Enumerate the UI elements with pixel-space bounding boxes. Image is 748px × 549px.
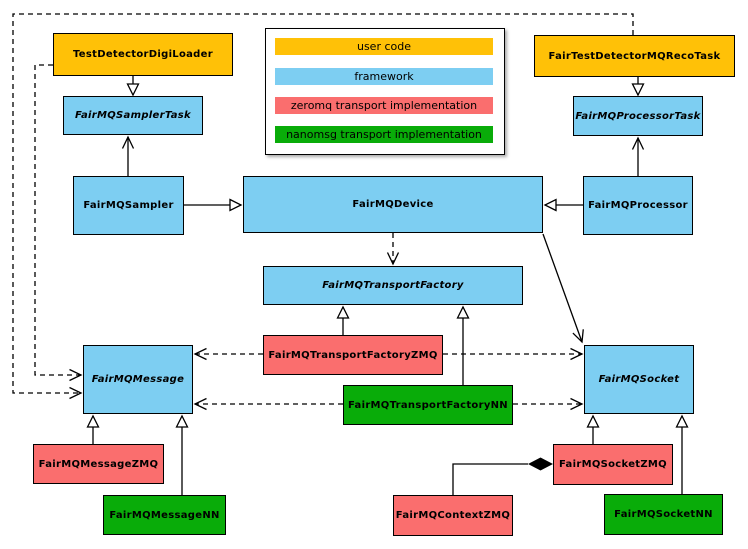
edge-contextzmq-socketzmq: [452, 463, 528, 495]
legend: user code framework zeromq transport imp…: [265, 28, 505, 155]
node-fair-mq-sampler-task: FairMQSamplerTask: [63, 96, 203, 135]
node-fair-mq-transport-factory-zmq: FairMQTransportFactoryZMQ: [263, 335, 443, 375]
legend-item-framework: framework: [275, 68, 493, 85]
node-fair-mq-processor-task: FairMQProcessorTask: [573, 96, 703, 136]
legend-item-user-code: user code: [275, 38, 493, 55]
node-fair-mq-socket-zmq: FairMQSocketZMQ: [553, 444, 673, 485]
edge-device-socket: [542, 233, 584, 344]
node-fair-test-detector-mq-reco-task: FairTestDetectorMQRecoTask: [534, 35, 735, 77]
node-fair-mq-transport-factory: FairMQTransportFactory: [263, 266, 523, 305]
node-fair-mq-message-nn: FairMQMessageNN: [103, 495, 226, 535]
node-fair-mq-sampler: FairMQSampler: [73, 176, 184, 235]
node-fair-mq-transport-factory-nn: FairMQTransportFactoryNN: [343, 385, 513, 425]
node-fair-mq-device: FairMQDevice: [243, 176, 543, 233]
edge-recotask-message: [12, 13, 634, 400]
legend-item-zeromq: zeromq transport implementation: [275, 97, 493, 114]
node-fair-mq-message-zmq: FairMQMessageZMQ: [33, 444, 164, 484]
node-fair-mq-processor: FairMQProcessor: [583, 176, 693, 235]
node-fair-mq-socket-nn: FairMQSocketNN: [604, 494, 723, 535]
node-fair-mq-message: FairMQMessage: [83, 345, 193, 414]
legend-item-nanomsg: nanomsg transport implementation: [275, 126, 493, 143]
node-test-detector-digi-loader: TestDetectorDigiLoader: [53, 33, 233, 76]
edge-digiloader-message: [34, 64, 83, 382]
composition-diamond-icon: [528, 457, 553, 471]
node-fair-mq-socket: FairMQSocket: [584, 345, 694, 414]
node-fair-mq-context-zmq: FairMQContextZMQ: [393, 495, 513, 536]
